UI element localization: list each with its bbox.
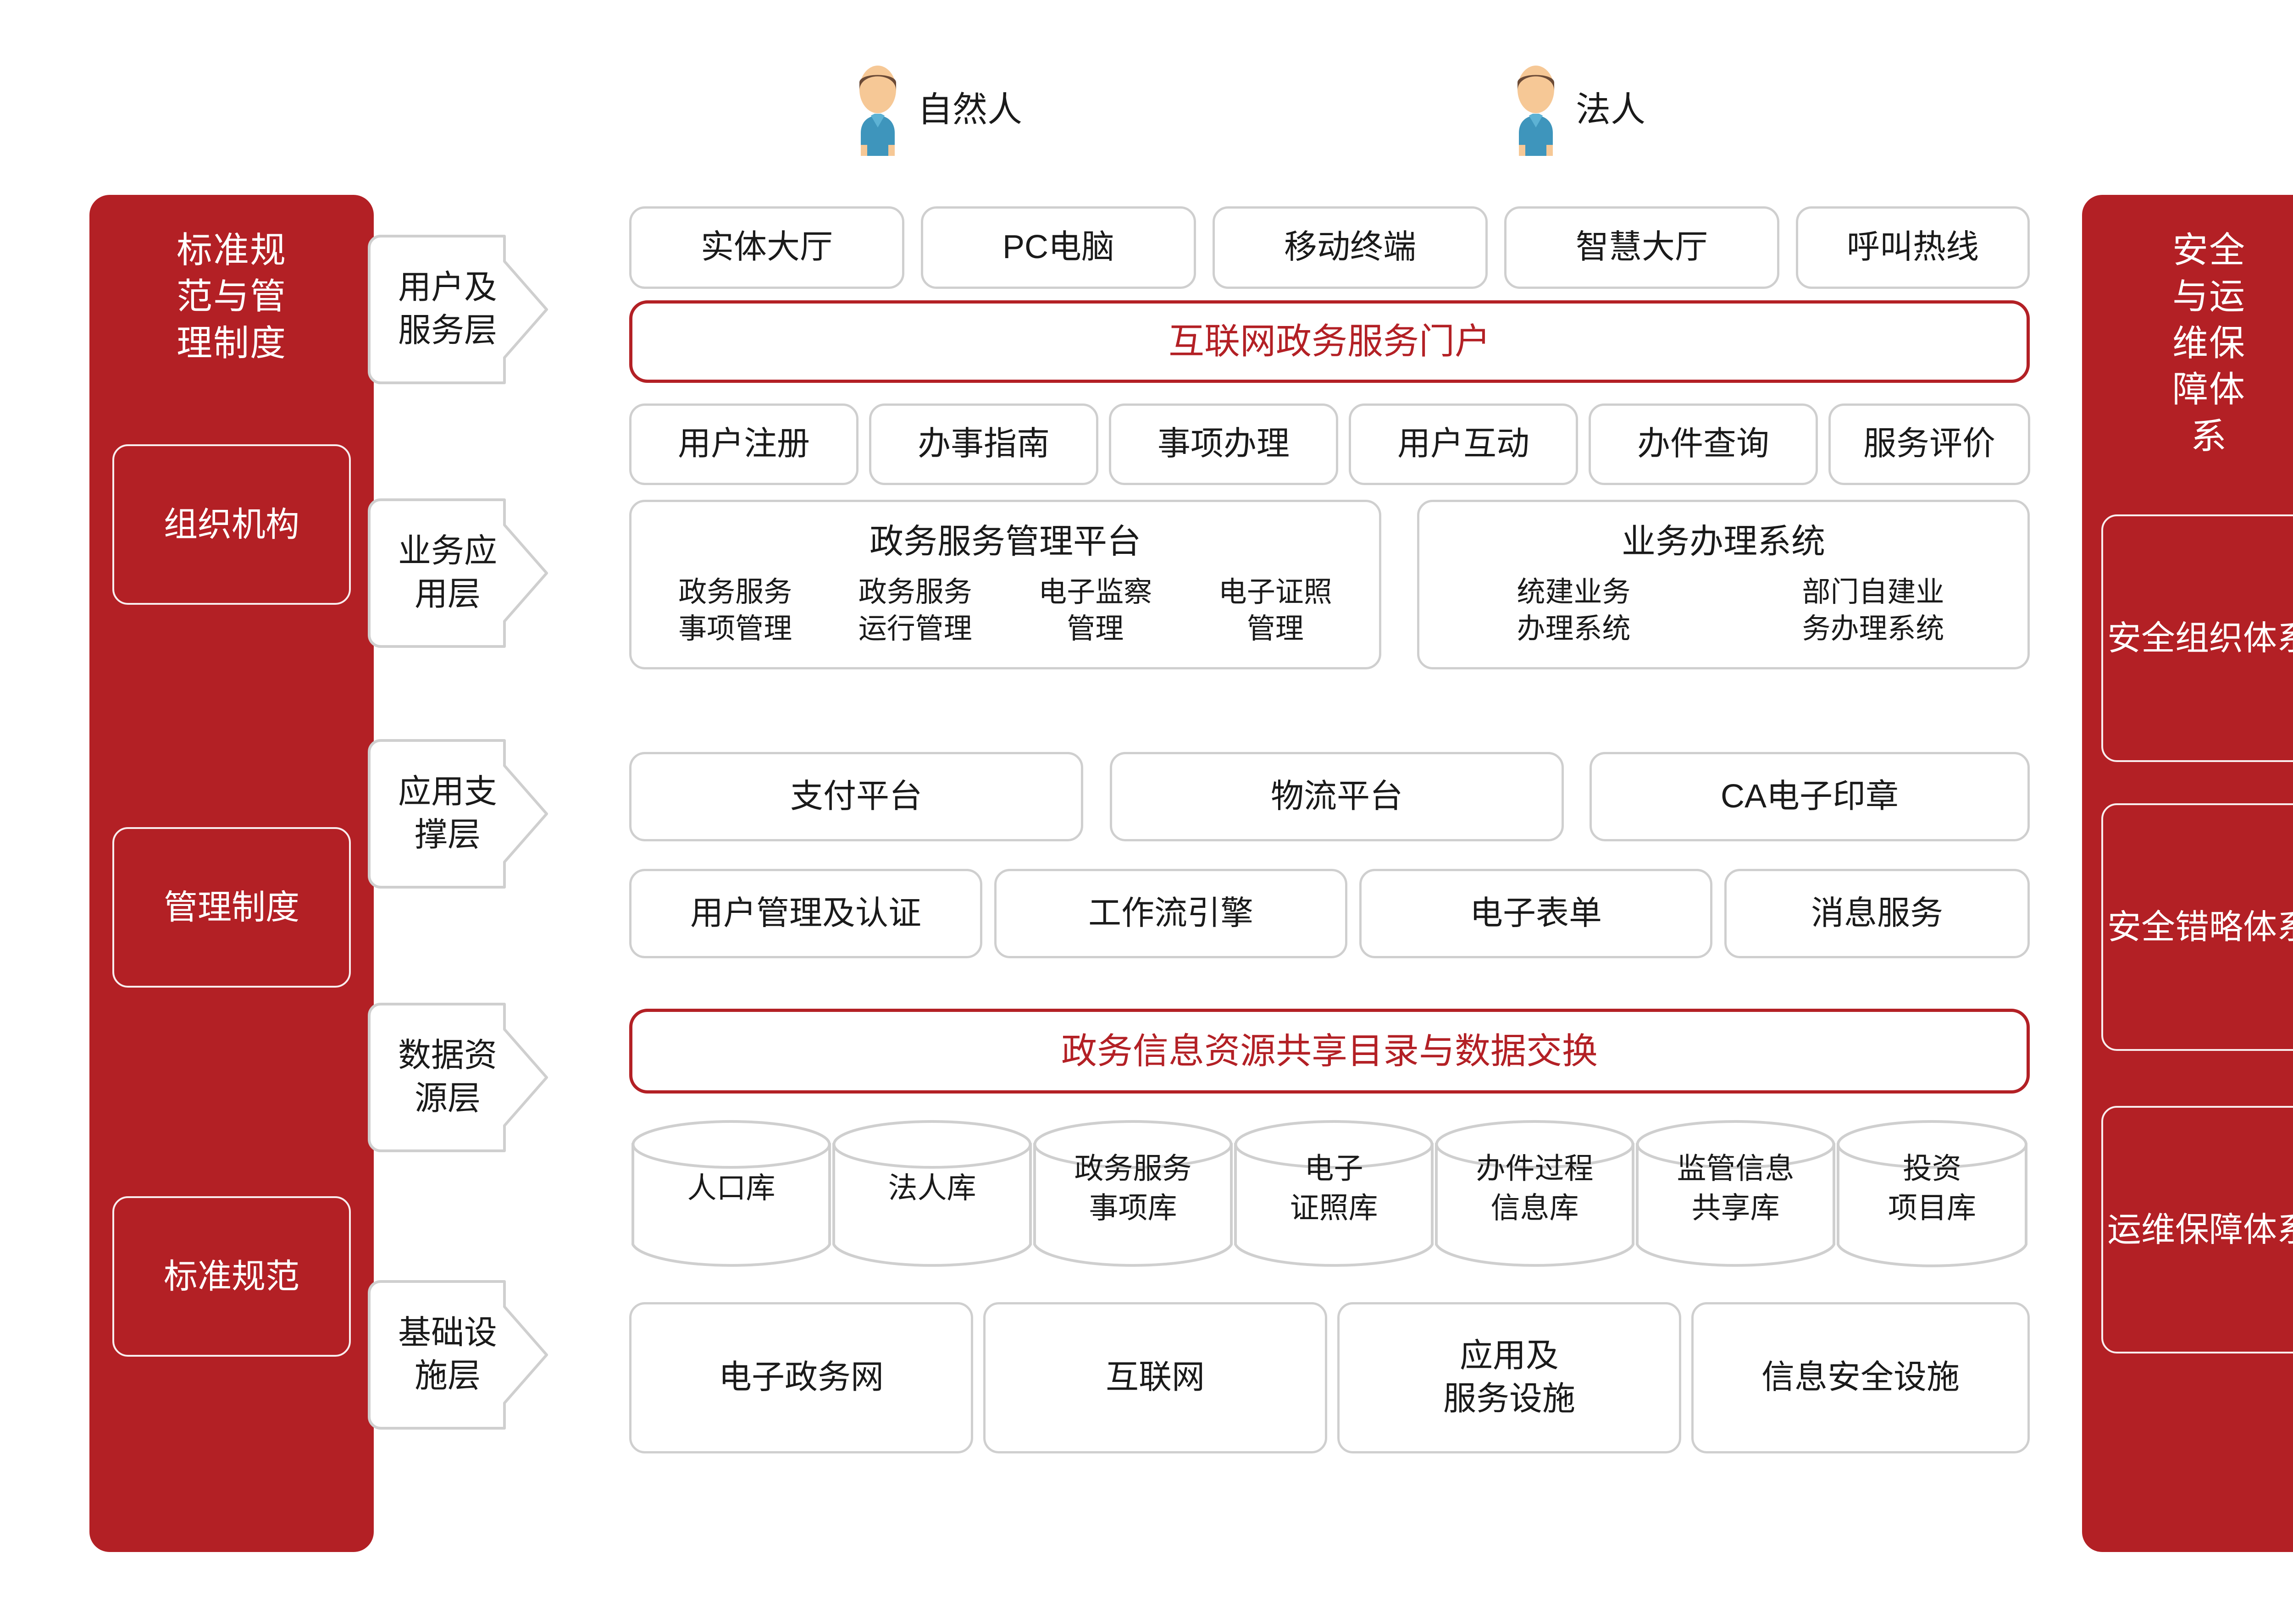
function-box-1[interactable]: 办事指南 xyxy=(869,403,1098,485)
portal-bar[interactable]: 互联网政务服务门户 xyxy=(629,300,2030,383)
left-pillar-chip-2[interactable]: 标准规范 xyxy=(112,1196,351,1357)
infrastructure-box-1[interactable]: 互联网 xyxy=(983,1302,1327,1453)
database-label: 政务服务 事项库 xyxy=(1074,1152,1192,1224)
business-item[interactable]: 电子证照 管理 xyxy=(1218,576,1332,645)
actor-legal-person: 法人 xyxy=(1509,64,1645,156)
function-box-5[interactable]: 服务评价 xyxy=(1828,403,2030,485)
database-label: 监管信息 共享库 xyxy=(1677,1152,1795,1224)
support-box-r1-1[interactable]: 物流平台 xyxy=(1110,752,1564,841)
channel-box-3[interactable]: 智慧大厅 xyxy=(1504,206,1779,289)
database-cylinder-0[interactable]: 人口库 xyxy=(629,1119,833,1270)
infrastructure-box-2[interactable]: 应用及 服务设施 xyxy=(1337,1302,1681,1453)
data-exchange-bar[interactable]: 政务信息资源共享目录与数据交换 xyxy=(629,1009,2030,1094)
support-box-r1-0[interactable]: 支付平台 xyxy=(629,752,1083,841)
layer-tag-infrastructure: 基础设施层 xyxy=(367,1279,550,1431)
support-box-r2-2[interactable]: 电子表单 xyxy=(1359,869,1712,958)
layer-tag-business-app: 业务应用层 xyxy=(367,497,550,649)
layer-tag-user-service: 用户及服务层 xyxy=(367,234,550,385)
support-box-r2-0[interactable]: 用户管理及认证 xyxy=(629,869,982,958)
layer-tag-label: 业务应用层 xyxy=(398,533,497,613)
infrastructure-box-0[interactable]: 电子政务网 xyxy=(629,1302,973,1453)
layer-tag-app-support: 应用支撑层 xyxy=(367,738,550,889)
left-pillar-title: 标准规范与管理制度 xyxy=(177,230,287,363)
right-pillar-title: 安全与运维保障体系 xyxy=(2172,230,2246,456)
support-box-r2-3[interactable]: 消息服务 xyxy=(1724,869,2030,958)
business-group-title: 业务办理系统 xyxy=(1622,522,1825,560)
right-pillar-chip-2[interactable]: 运维保障体系 xyxy=(2101,1105,2293,1353)
actor-label: 法人 xyxy=(1576,90,1645,129)
right-pillar-chip-0[interactable]: 安全组织体系 xyxy=(2101,514,2293,762)
database-label: 人口库 xyxy=(687,1171,775,1204)
function-box-2[interactable]: 事项办理 xyxy=(1109,403,1338,485)
database-label: 办件过程 信息库 xyxy=(1476,1152,1594,1224)
business-group-items: 政务服务 事项管理 政务服务 运行管理 电子监察 管理 电子证照 管理 xyxy=(645,574,1365,648)
layer-tag-label: 用户及服务层 xyxy=(398,269,497,349)
function-box-0[interactable]: 用户注册 xyxy=(629,403,858,485)
support-box-r2-1[interactable]: 工作流引擎 xyxy=(994,869,1347,958)
layer-tag-label: 应用支撑层 xyxy=(398,773,497,853)
channel-box-0[interactable]: 实体大厅 xyxy=(629,206,904,289)
function-box-4[interactable]: 办件查询 xyxy=(1589,403,1818,485)
channel-box-1[interactable]: PC电脑 xyxy=(921,206,1196,289)
database-label: 电子 证照库 xyxy=(1290,1152,1378,1224)
left-pillar: 标准规范与管理制度 组织机构 管理制度 标准规范 xyxy=(89,195,374,1552)
right-pillar-chip-1[interactable]: 安全错略体系 xyxy=(2101,803,2293,1051)
database-cylinder-5[interactable]: 监管信息 共享库 xyxy=(1634,1119,1838,1270)
actor-label: 自然人 xyxy=(918,90,1022,129)
layer-tag-label: 数据资源层 xyxy=(398,1037,497,1117)
channel-box-2[interactable]: 移动终端 xyxy=(1213,206,1488,289)
business-item[interactable]: 统建业务 办理系统 xyxy=(1517,576,1631,645)
database-cylinder-4[interactable]: 办件过程 信息库 xyxy=(1433,1119,1637,1270)
left-pillar-chip-0[interactable]: 组织机构 xyxy=(112,444,351,605)
right-pillar: 安全与运维保障体系 安全组织体系 安全错略体系 运维保障体系 xyxy=(2082,195,2293,1552)
database-cylinder-6[interactable]: 投资 项目库 xyxy=(1834,1119,2030,1270)
database-cylinder-2[interactable]: 政务服务 事项库 xyxy=(1031,1119,1235,1270)
support-box-r1-2[interactable]: CA电子印章 xyxy=(1590,752,2030,841)
database-label: 法人库 xyxy=(888,1171,976,1204)
business-group-platform[interactable]: 政务服务管理平台 政务服务 事项管理 政务服务 运行管理 电子监察 管理 电子证… xyxy=(629,500,1381,669)
business-group-title: 政务服务管理平台 xyxy=(870,522,1141,560)
actor-natural-person: 自然人 xyxy=(851,64,1022,156)
person-icon xyxy=(851,64,905,156)
database-cylinder-3[interactable]: 电子 证照库 xyxy=(1232,1119,1436,1270)
business-item[interactable]: 部门自建业 务办理系统 xyxy=(1802,576,1944,645)
database-label: 投资 项目库 xyxy=(1888,1152,1976,1224)
business-item[interactable]: 电子监察 管理 xyxy=(1038,576,1152,645)
person-icon xyxy=(1509,64,1563,156)
layer-tag-label: 基础设施层 xyxy=(398,1315,497,1394)
infrastructure-box-3[interactable]: 信息安全设施 xyxy=(1691,1302,2030,1453)
layer-tag-data-resource: 数据资源层 xyxy=(367,1002,550,1153)
left-pillar-chip-1[interactable]: 管理制度 xyxy=(112,827,351,988)
business-group-items: 统建业务 办理系统 部门自建业 务办理系统 xyxy=(1383,574,2064,648)
business-item[interactable]: 政务服务 事项管理 xyxy=(678,576,792,645)
channel-box-4[interactable]: 呼叫热线 xyxy=(1796,206,2030,289)
business-item[interactable]: 政务服务 运行管理 xyxy=(858,576,972,645)
business-group-handling[interactable]: 业务办理系统 统建业务 办理系统 部门自建业 务办理系统 xyxy=(1417,500,2030,669)
database-cylinder-1[interactable]: 法人库 xyxy=(830,1119,1034,1270)
function-box-3[interactable]: 用户互动 xyxy=(1349,403,1578,485)
